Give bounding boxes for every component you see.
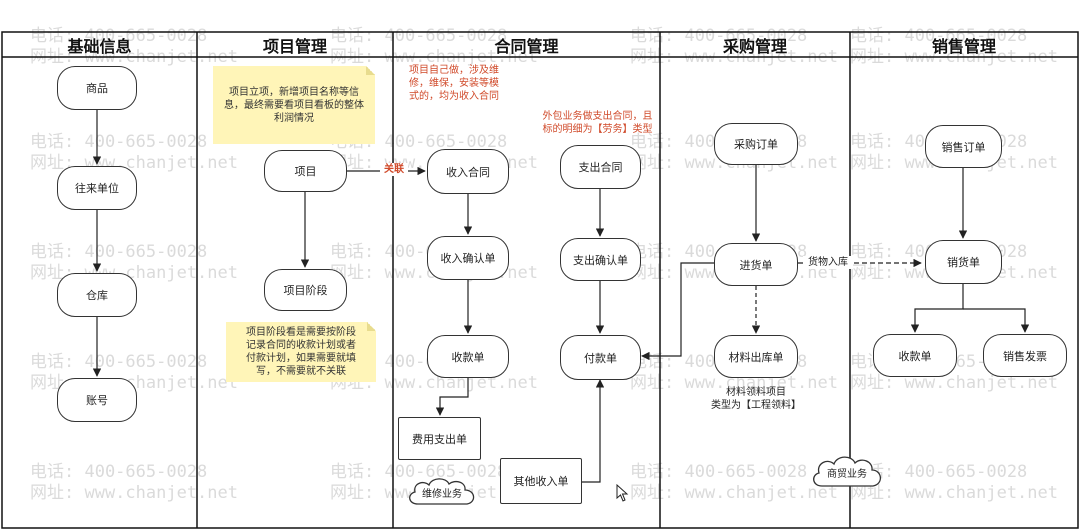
lane-header-basic-info: 基础信息 xyxy=(67,37,132,56)
node-expense-payment[interactable]: 费用支出单 xyxy=(398,417,481,460)
node-partner[interactable]: 往来单位 xyxy=(57,166,137,210)
lane-header-project: 项目管理 xyxy=(262,37,327,56)
node-warehouse[interactable]: 仓库 xyxy=(57,273,137,317)
node-project-stage[interactable]: 项目阶段 xyxy=(264,269,347,311)
cloud-trade-business: 商贸业务 xyxy=(808,452,886,492)
node-expense-confirm[interactable]: 支出确认单 xyxy=(560,238,641,281)
node-payment[interactable]: 付款单 xyxy=(560,335,641,380)
node-other-income[interactable]: 其他收入单 xyxy=(500,458,582,504)
node-goods[interactable]: 商品 xyxy=(57,66,137,110)
node-income-confirm[interactable]: 收入确认单 xyxy=(427,236,509,280)
annotation-material: 材料领料项目 类型为【工程领料】 xyxy=(711,387,801,411)
node-sales-order[interactable]: 销售订单 xyxy=(925,125,1002,168)
node-purchase-in[interactable]: 进货单 xyxy=(714,243,798,286)
node-project[interactable]: 项目 xyxy=(264,150,347,192)
link-label: 关联 xyxy=(380,163,408,176)
lane-header-purchase: 采购管理 xyxy=(722,37,787,56)
node-receipt-contract[interactable]: 收款单 xyxy=(427,335,509,378)
note-project-setup: 项目立项，新增项目名称等信 息，最终需要看项目看板的整体 利润情况 xyxy=(213,66,375,144)
note-project-stage: 项目阶段看是需要按阶段 记录合同的收款计划或者 付款计划，如果需要就填 写，不需… xyxy=(226,322,376,382)
node-receipt-sales[interactable]: 收款单 xyxy=(873,334,957,377)
node-expense-contract[interactable]: 支出合同 xyxy=(560,145,641,189)
annotation-income-contract: 项目自己做，涉及维 修，维保，安装等模 式的，均为收入合同 xyxy=(409,65,499,102)
lane-header-contract: 合同管理 xyxy=(494,37,559,56)
node-account[interactable]: 账号 xyxy=(57,378,137,422)
lane-header-sales: 销售管理 xyxy=(931,37,996,56)
node-sales-delivery[interactable]: 销货单 xyxy=(925,240,1002,284)
cloud-repair-business: 维修业务 xyxy=(404,474,480,510)
node-income-contract[interactable]: 收入合同 xyxy=(427,149,509,194)
mouse-cursor-icon xyxy=(616,484,629,502)
node-sales-invoice[interactable]: 销售发票 xyxy=(983,334,1067,377)
node-purchase-order[interactable]: 采购订单 xyxy=(714,123,798,165)
goods-in-label: 货物入库 xyxy=(803,256,853,269)
cloud-icon xyxy=(813,456,882,487)
cloud-icon xyxy=(409,478,475,505)
annotation-outsource: 外包业务做支出合同，且 标的明细为【劳务】类型 xyxy=(542,111,653,135)
node-material-out[interactable]: 材料出库单 xyxy=(714,335,798,378)
